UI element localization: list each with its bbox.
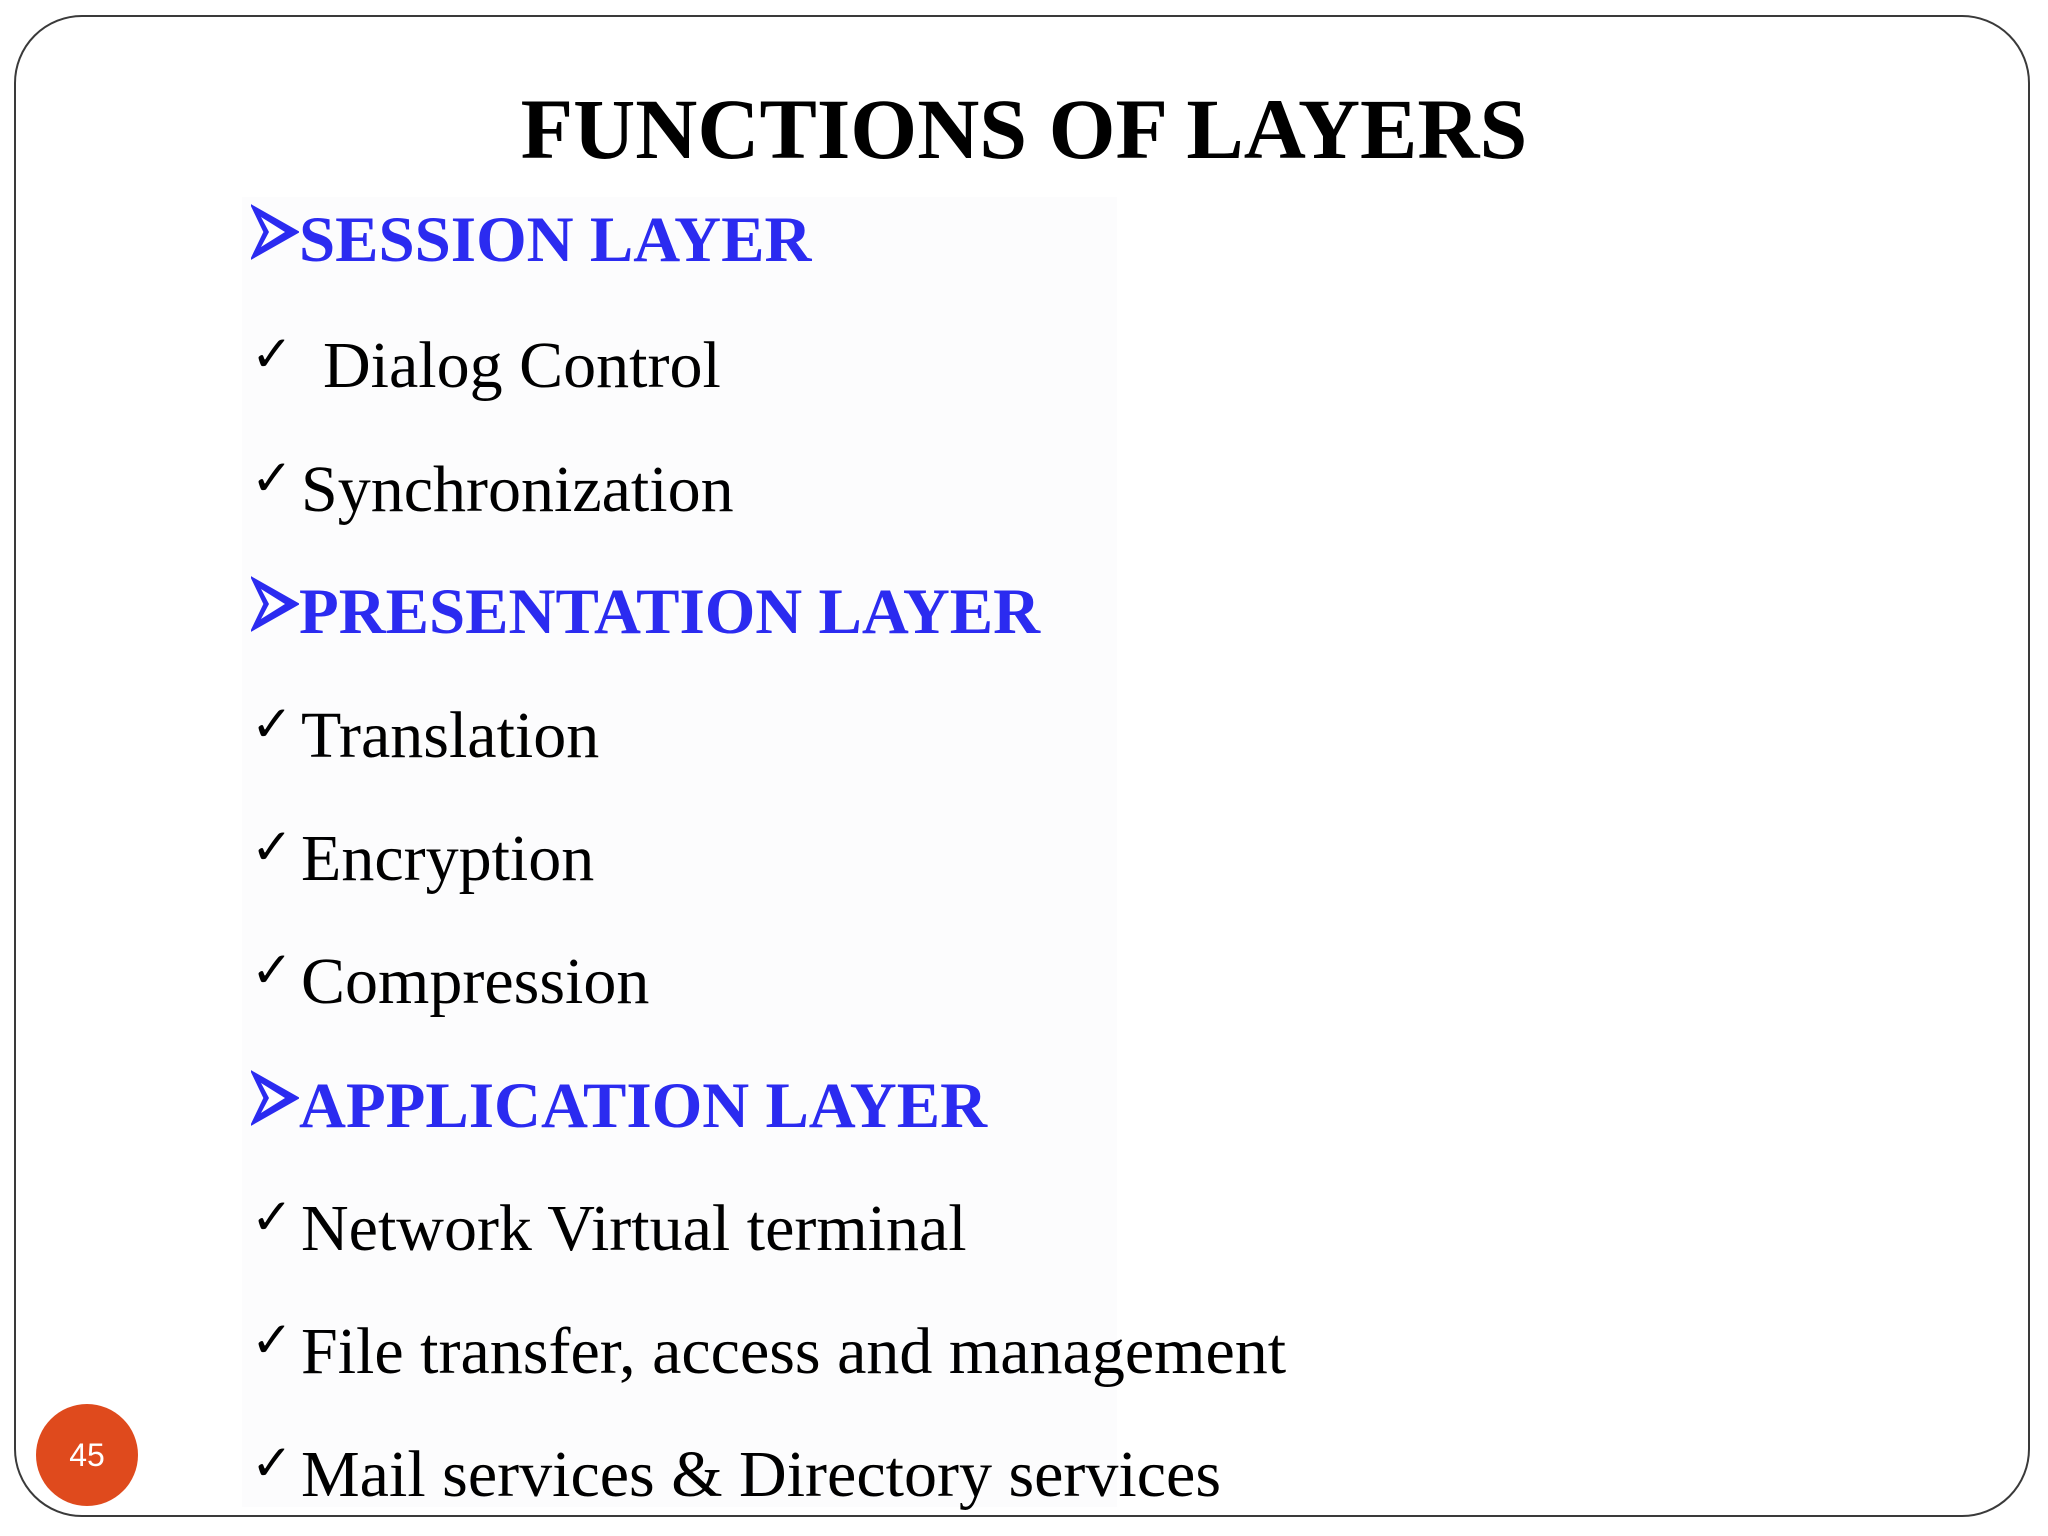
checkmark-icon: ✓ <box>251 449 293 507</box>
section-heading-label: APPLICATION LAYER <box>299 1069 988 1142</box>
slide-frame: FUNCTIONS OF LAYERS SESSION LAYER ✓ Dial… <box>14 15 2030 1517</box>
list-item: ✓ File transfer, access and management <box>251 1307 1286 1397</box>
list-item: ✓ Mail services & Directory services <box>251 1430 1222 1515</box>
list-item-label: File transfer, access and management <box>301 1315 1287 1388</box>
list-item-label: Network Virtual terminal <box>301 1192 967 1265</box>
list-item: ✓ Encryption <box>251 814 594 904</box>
list-item: ✓ Network Virtual terminal <box>251 1184 967 1274</box>
list-item-label: Compression <box>301 945 650 1018</box>
content-panel <box>242 197 1117 1507</box>
section-heading-label: SESSION LAYER <box>299 203 812 276</box>
section-heading-application: APPLICATION LAYER <box>251 1061 987 1151</box>
list-item-label: Encryption <box>301 822 595 895</box>
section-heading-session: SESSION LAYER <box>251 195 811 285</box>
checkmark-icon: ✓ <box>251 1311 293 1369</box>
section-heading-presentation: PRESENTATION LAYER <box>251 567 1040 657</box>
list-item-label: Dialog Control <box>323 329 721 402</box>
list-item: ✓ Synchronization <box>251 445 734 535</box>
arrowhead-bullet-icon <box>251 204 299 260</box>
checkmark-icon: ✓ <box>251 1434 293 1492</box>
checkmark-icon: ✓ <box>251 325 293 383</box>
list-item-label: Synchronization <box>301 453 734 526</box>
arrowhead-bullet-icon <box>251 576 299 632</box>
slide-title: FUNCTIONS OF LAYERS <box>520 81 1528 177</box>
checkmark-icon: ✓ <box>251 818 293 876</box>
list-item: ✓ Compression <box>251 937 649 1027</box>
arrowhead-bullet-icon <box>251 1070 299 1126</box>
list-item: ✓ Dialog Control <box>251 321 721 411</box>
section-heading-label: PRESENTATION LAYER <box>299 575 1041 648</box>
checkmark-icon: ✓ <box>251 1188 293 1246</box>
checkmark-icon: ✓ <box>251 941 293 999</box>
list-item: ✓ Translation <box>251 691 599 781</box>
list-item-label: Translation <box>301 699 600 772</box>
page-number-badge: 45 <box>36 1404 138 1506</box>
list-item-label: Mail services & Directory services <box>301 1438 1222 1511</box>
checkmark-icon: ✓ <box>251 695 293 753</box>
